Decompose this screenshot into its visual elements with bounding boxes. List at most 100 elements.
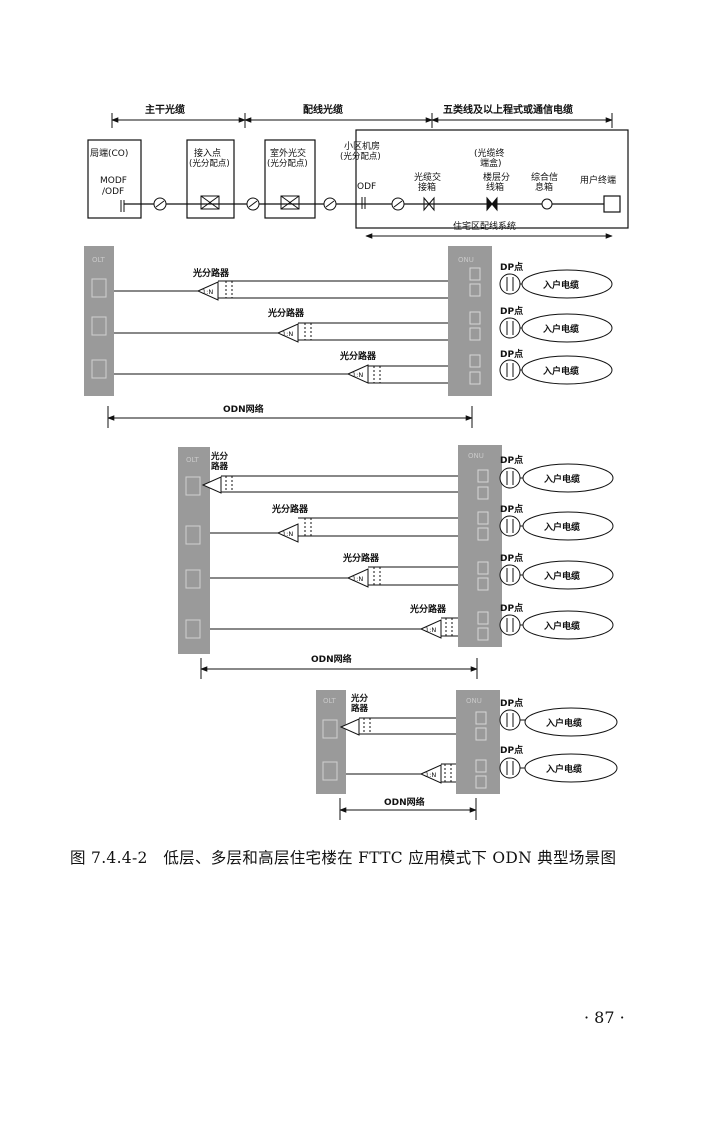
user-terminal-icon (603, 195, 621, 213)
olt-label: OLT (186, 456, 199, 464)
olt-ports (91, 278, 107, 379)
drop-cable-ellipse (522, 511, 614, 541)
scenario-low-rise: OLT ONU 1:N 光分路器 1:N 光分路器 1:N (84, 246, 613, 428)
page-number: · 87 · (584, 1008, 625, 1027)
drop-cable-label: 入户电缆 (542, 365, 579, 377)
fiber-joint-icon (155, 200, 165, 208)
dp-label: DP点 (500, 454, 523, 466)
co-label: 局端(CO) (90, 147, 128, 159)
info-box-label: 综合信 (531, 171, 558, 183)
figure-title: 低层、多层和高层住宅楼在 FTTC 应用模式下 ODN 典型场景图 (163, 849, 617, 867)
splitter-label: 光分路器 (192, 267, 230, 279)
dp-group: DP点 入户电缆 DP点 入户电缆 DP点 入户电缆 (499, 261, 613, 385)
cross-box-label-2: 接箱 (418, 181, 436, 193)
splitter-icon (419, 764, 442, 784)
dp-label: DP点 (500, 552, 523, 564)
onu-ports (475, 711, 487, 789)
olt-label: OLT (323, 697, 336, 705)
odf-label: ODF (357, 182, 376, 192)
info-box-label-2: 息箱 (535, 181, 553, 193)
terminal-box-label: (光缆终 (474, 147, 505, 159)
room-label: 小区机房 (344, 140, 380, 152)
splitter-label: 光分路器 (339, 350, 377, 362)
fiber-joint-icon (393, 200, 403, 208)
dp-label: DP点 (500, 348, 523, 360)
fiber-joint-icon (248, 200, 258, 208)
fiber-joint-icon (325, 200, 335, 208)
drop-cable-label: 入户电缆 (543, 620, 580, 632)
seg-cable-label: 五类线及以上程式或通信电缆 (443, 103, 573, 116)
odn-network-label: ODN网络 (311, 653, 352, 665)
olt-ports (322, 719, 338, 781)
seg-trunk-label: 主干光缆 (145, 103, 185, 116)
access-point-label: 接入点 (194, 147, 221, 159)
cross-connect-box (264, 139, 316, 219)
splitter-ratio: 1:N (282, 330, 293, 338)
onu-rack (458, 445, 502, 647)
onu-label: ONU (468, 452, 484, 460)
residential-room-box (355, 129, 629, 229)
modf-label-2: /ODF (102, 187, 124, 197)
drop-cable-ellipse (521, 355, 613, 385)
scenario-multi-rise: OLT ONU 光分 路器 1:N 光分路器 1:N (178, 445, 614, 679)
dp-label: DP点 (500, 305, 523, 317)
splitter-icon (276, 323, 299, 343)
olt-rack (178, 447, 210, 654)
onu-rack (456, 690, 500, 794)
scenario-high-rise: OLT ONU 光分 路器 1:N DP点 入户电缆 DP点 (316, 690, 618, 820)
olt-rack (84, 246, 114, 396)
overview-diagram: 主干光缆 配线光缆 五类线及以上程式或通信电缆 局端(CO) MODF /ODF… (87, 103, 629, 239)
odn-network-label: ODN网络 (384, 796, 425, 808)
splitter-icon (419, 619, 442, 639)
drop-cable-label: 入户电缆 (543, 473, 580, 485)
dp-icon (499, 359, 521, 381)
dp-label: DP点 (500, 697, 523, 709)
splitter-ratio: 1:N (425, 626, 436, 634)
splitter-ratio: 1:N (282, 530, 293, 538)
cross-connect-label: 室外光交 (270, 147, 306, 159)
olt-ports (185, 476, 201, 639)
figure-number: 图 7.4.4-2 (70, 849, 148, 867)
onu-label: ONU (466, 697, 482, 705)
splice-box-icon (200, 195, 220, 210)
drop-cable-label: 入户电缆 (543, 570, 580, 582)
floor-box-label: 楼层分 (483, 171, 510, 183)
drop-cable-label: 入户电缆 (542, 279, 579, 291)
dp-label: DP点 (500, 602, 523, 614)
dp-group: DP点 入户电缆 DP点 入户电缆 DP点 入户电缆 DP点 入户电缆 (499, 454, 614, 640)
drop-cable-ellipse (524, 707, 618, 737)
splitter-label: 光分 (210, 451, 229, 462)
olt-rack (316, 690, 346, 794)
cross-box-label: 光缆交 (414, 171, 441, 183)
dp-label: DP点 (500, 261, 523, 273)
splitter-ratio: 1:N (202, 288, 213, 296)
floor-box-icon (486, 196, 498, 212)
splitter-label: 光分路器 (409, 603, 447, 615)
figure-caption: 图 7.4.4-2 低层、多层和高层住宅楼在 FTTC 应用模式下 ODN 典型… (70, 846, 710, 868)
drop-cable-label: 入户电缆 (543, 521, 580, 533)
splitter-icon (339, 718, 360, 736)
terminal-box-label-2: 端盒) (480, 157, 502, 169)
cable-cross-box-icon (423, 196, 435, 212)
splitter-label: 光分路器 (271, 503, 309, 515)
dp-icon (499, 317, 521, 339)
splitter-icon (346, 568, 369, 588)
drop-cable-label: 入户电缆 (542, 323, 579, 335)
drop-cable-label: 入户电缆 (545, 717, 582, 729)
dp-group: DP点 入户电缆 DP点 入户电缆 (499, 697, 618, 783)
onu-label: ONU (458, 256, 474, 264)
drop-cable-ellipse (524, 753, 618, 783)
drop-cable-label: 入户电缆 (545, 763, 582, 775)
splitter-icon (346, 364, 369, 384)
splice-box-icon (200, 195, 220, 210)
drop-cable-ellipse (522, 560, 614, 590)
splice-box-icon (280, 195, 300, 210)
splitter-icon (196, 281, 219, 301)
splitter-ratio: 1:N (352, 575, 363, 583)
cross-connect-label-2: (光分配点) (267, 158, 308, 169)
user-terminal-label: 用户终端 (580, 174, 616, 186)
splitter-label-2: 路器 (211, 461, 229, 472)
splice-box-icon (280, 195, 300, 210)
splitter-ratio: 1:N (352, 371, 363, 379)
access-point-box (186, 139, 235, 219)
